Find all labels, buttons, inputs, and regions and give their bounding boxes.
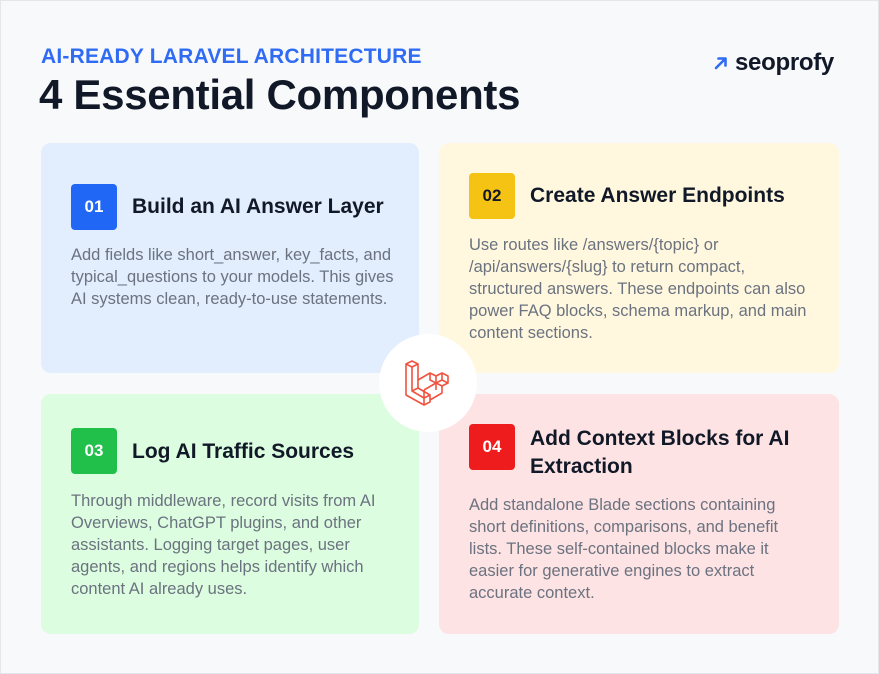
page-title: 4 Essential Components [39,71,521,118]
component-card-2: 02 Create Answer Endpoints Use routes li… [439,143,839,373]
card-body: Use routes like /answers/{topic} or /api… [469,236,807,342]
component-card-1: 01 Build an AI Answer Layer Add fields l… [41,143,419,373]
brand-logo: seoprofy [713,49,834,77]
card-body: Through middleware, record visits from A… [71,492,376,598]
card-title: Create Answer Endpoints [530,184,785,207]
component-card-3: 03 Log AI Traffic Sources Through middle… [41,394,419,634]
center-logo-badge [379,334,477,432]
laravel-logo-icon [405,360,449,406]
step-badge: 02 [469,173,515,219]
card-title: Add Context Blocks for AI Extraction [530,427,790,478]
step-badge: 04 [469,424,515,470]
component-card-4: 04 Add Context Blocks for AI Extraction … [439,394,839,634]
card-title: Log AI Traffic Sources [132,440,355,463]
step-badge: 01 [71,184,117,230]
card-body: Add standalone Blade sections containing… [469,496,779,602]
eyebrow-heading: AI-READY LARAVEL ARCHITECTURE [41,45,422,68]
step-badge: 03 [71,428,117,474]
card-body: Add fields like short_answer, key_facts,… [71,246,394,308]
brand-name: seoprofy [735,49,834,76]
arrow-up-right-icon [714,57,727,70]
card-title: Build an AI Answer Layer [132,195,384,218]
